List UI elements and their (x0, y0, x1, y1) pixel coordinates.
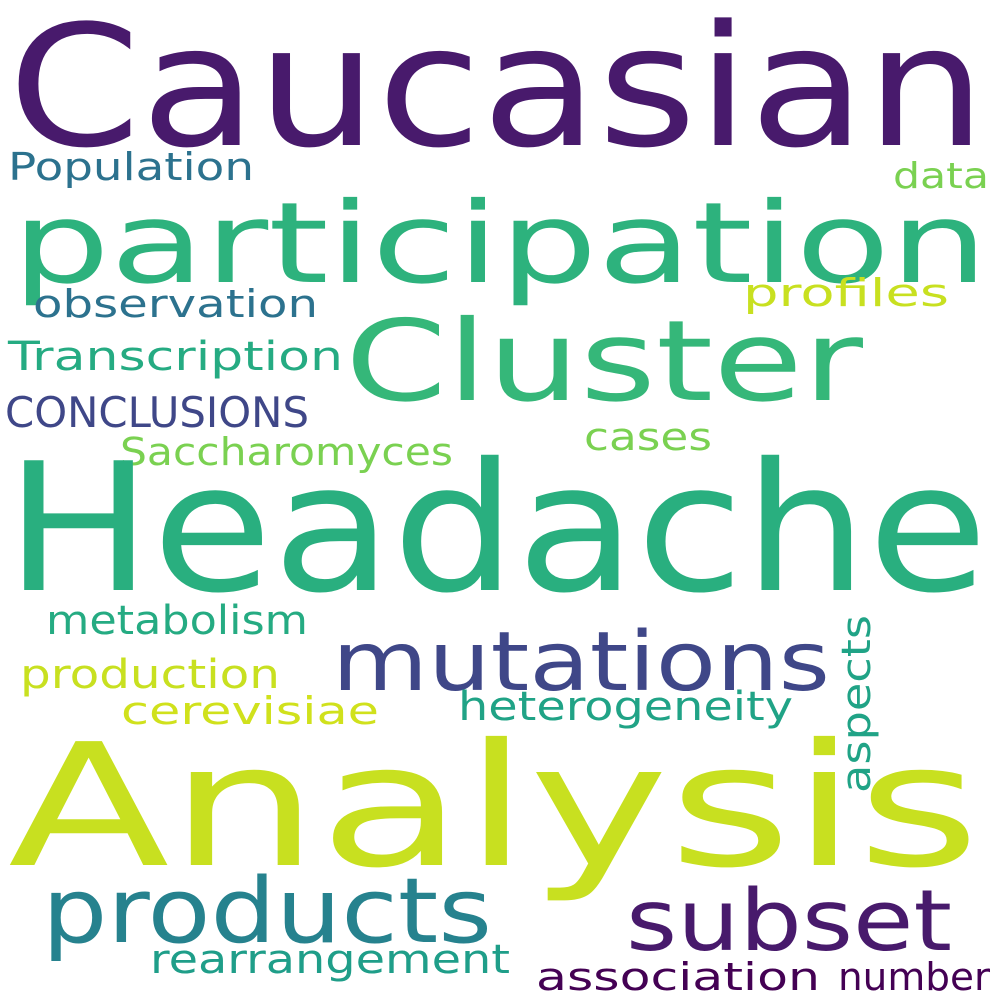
word-population: Population (8, 145, 254, 189)
word-aspects: aspects (834, 615, 880, 793)
word-conclusions: CONCLUSIONS (5, 388, 309, 437)
word-products: products (42, 859, 492, 964)
word-headache: Headache (5, 425, 988, 632)
word-cerevisiae: cerevisiae (121, 689, 379, 733)
word-number: number (838, 955, 990, 999)
word-data: data (893, 156, 989, 197)
word-subset: subset (626, 872, 952, 971)
word-analysis: Analysis (8, 708, 980, 906)
word-production: production (20, 652, 280, 698)
word-saccharomyces: Saccharomyces (120, 430, 453, 474)
word-transcription: Transcription (7, 334, 343, 380)
word-heterogeneity: heterogeneity (458, 684, 793, 730)
word-participation: participation (12, 179, 988, 309)
word-observation: observation (33, 282, 318, 326)
word-metabolism: metabolism (46, 598, 308, 644)
word-caucasian: Caucasian (8, 0, 986, 185)
word-association: association (536, 955, 820, 999)
word-mutations: mutations (332, 615, 830, 710)
word-cases: cases (584, 415, 712, 459)
word-profiles: profiles (743, 271, 949, 315)
word-cluster: Cluster (345, 297, 864, 427)
word-rearrangement: rearrangement (150, 937, 510, 983)
